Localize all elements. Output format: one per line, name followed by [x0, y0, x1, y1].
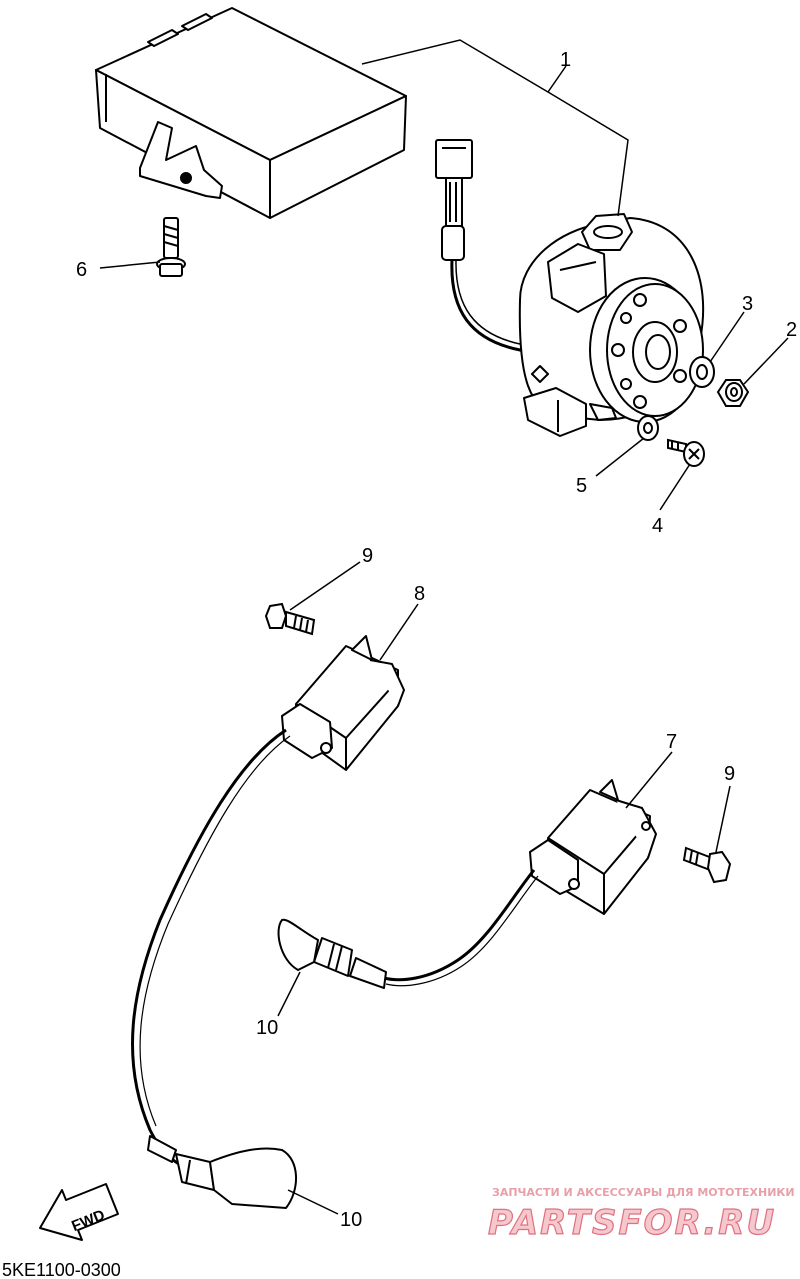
watermark-logo: PARTSFOR.RU [488, 1203, 776, 1243]
washer-5 [637, 415, 659, 441]
callout-1: 1 [560, 49, 571, 71]
callout-9-lower: 9 [724, 763, 735, 785]
callout-6: 6 [76, 259, 87, 281]
fwd-arrow-icon: FWD [39, 1183, 119, 1241]
watermark-tagline: ЗАПЧАСТИ И АКСЕССУАРЫ ДЛЯ МОТОТЕХНИКИ [492, 1186, 795, 1199]
callout-4: 4 [652, 515, 663, 537]
callout-8: 8 [414, 583, 425, 605]
callouts: 1 2 3 4 5 6 7 8 9 9 10 10 [76, 49, 797, 1231]
leader-lines [99, 39, 789, 1215]
watermark: ЗАПЧАСТИ И АКСЕССУАРЫ ДЛЯ МОТОТЕХНИКИ PA… [487, 1186, 795, 1244]
callout-2: 2 [786, 319, 797, 341]
callout-3: 3 [742, 293, 753, 315]
screw-4 [667, 438, 705, 467]
nut-2 [716, 379, 750, 407]
washer-3 [689, 356, 715, 388]
cdi-unit [95, 7, 407, 219]
callout-5: 5 [576, 475, 587, 497]
callout-9-upper: 9 [362, 545, 373, 567]
callout-10-lower: 10 [340, 1209, 362, 1231]
plug-cap-10-upper [277, 918, 387, 989]
ignition-coil-7 [383, 779, 657, 987]
callout-7: 7 [666, 731, 677, 753]
bolt-9-upper [264, 602, 316, 636]
diagram-code: 5KE1100-0300 [2, 1260, 121, 1279]
ignition-coil-8 [130, 635, 405, 1170]
plug-cap-10-lower [147, 1135, 298, 1209]
callout-10-upper: 10 [256, 1017, 278, 1039]
stator-assembly [435, 139, 705, 437]
bolt-9-lower [682, 846, 732, 884]
bolt-6 [156, 217, 186, 277]
